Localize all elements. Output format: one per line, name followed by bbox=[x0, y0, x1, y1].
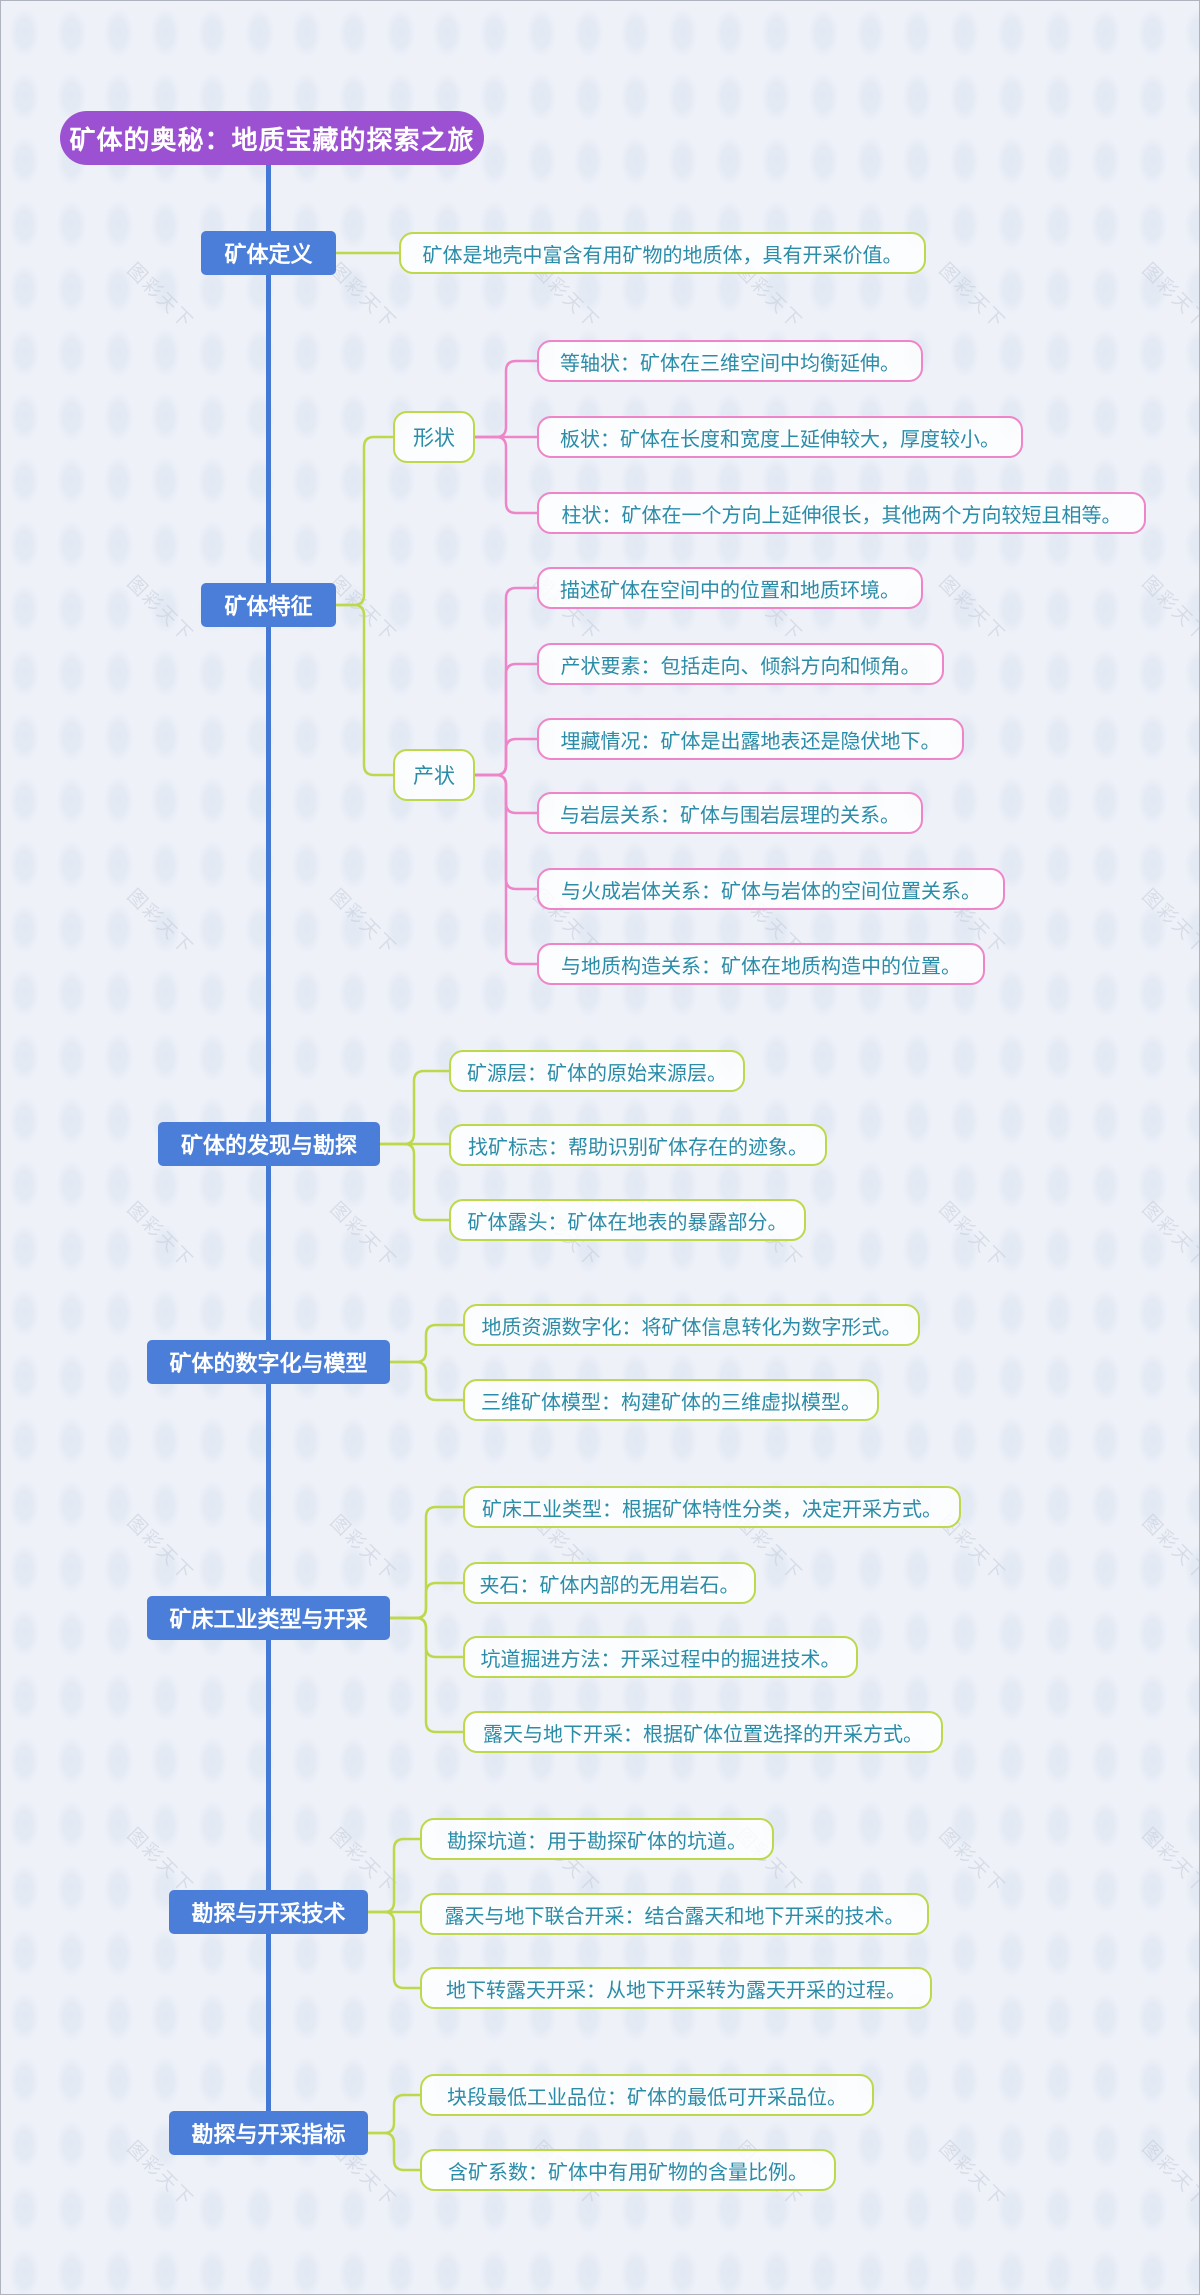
leaf-node[interactable]: 露天与地下联合开采：结合露天和地下开采的技术。 bbox=[420, 1893, 929, 1935]
leaf-node[interactable]: 板状：矿体在长度和宽度上延伸较大，厚度较小。 bbox=[537, 416, 1023, 458]
branch-node-digitization-models[interactable]: 矿体的数字化与模型 bbox=[147, 1340, 390, 1384]
leaf-node[interactable]: 矿体是地壳中富含有用矿物的地质体，具有开采价值。 bbox=[399, 232, 926, 274]
branch-node-exploration-mining-indicators[interactable]: 勘探与开采指标 bbox=[169, 2111, 368, 2155]
leaf-node[interactable]: 矿床工业类型：根据矿体特性分类，决定开采方式。 bbox=[463, 1486, 961, 1528]
leaf-node[interactable]: 等轴状：矿体在三维空间中均衡延伸。 bbox=[537, 340, 923, 382]
branch-node-exploration-mining-tech[interactable]: 勘探与开采技术 bbox=[169, 1890, 368, 1934]
leaf-node[interactable]: 描述矿体在空间中的位置和地质环境。 bbox=[537, 567, 923, 609]
leaf-node[interactable]: 含矿系数：矿体中有用矿物的含量比例。 bbox=[420, 2149, 836, 2191]
leaf-node[interactable]: 勘探坑道：用于勘探矿体的坑道。 bbox=[420, 1818, 774, 1860]
subnode-occurrence[interactable]: 产状 bbox=[393, 749, 475, 801]
subnode-shape[interactable]: 形状 bbox=[393, 411, 475, 463]
leaf-node[interactable]: 三维矿体模型：构建矿体的三维虚拟模型。 bbox=[463, 1379, 879, 1421]
leaf-node[interactable]: 矿体露头：矿体在地表的暴露部分。 bbox=[449, 1199, 806, 1241]
branch-node-ore-definition[interactable]: 矿体定义 bbox=[201, 231, 336, 275]
leaf-node[interactable]: 与地质构造关系：矿体在地质构造中的位置。 bbox=[537, 943, 985, 985]
leaf-node[interactable]: 找矿标志：帮助识别矿体存在的迹象。 bbox=[449, 1124, 827, 1166]
root-node[interactable]: 矿体的奥秘：地质宝藏的探索之旅 bbox=[60, 111, 484, 165]
leaf-node[interactable]: 与火成岩体关系：矿体与岩体的空间位置关系。 bbox=[537, 868, 1005, 910]
leaf-node[interactable]: 埋藏情况：矿体是出露地表还是隐伏地下。 bbox=[537, 718, 964, 760]
leaf-node[interactable]: 柱状：矿体在一个方向上延伸很长，其他两个方向较短且相等。 bbox=[537, 492, 1146, 534]
leaf-node[interactable]: 地质资源数字化：将矿体信息转化为数字形式。 bbox=[463, 1304, 920, 1346]
branch-node-industrial-types-mining[interactable]: 矿床工业类型与开采 bbox=[147, 1596, 390, 1640]
leaf-node[interactable]: 露天与地下开采：根据矿体位置选择的开采方式。 bbox=[463, 1711, 943, 1753]
branch-node-ore-characteristics[interactable]: 矿体特征 bbox=[201, 583, 336, 627]
leaf-node[interactable]: 与岩层关系：矿体与围岩层理的关系。 bbox=[537, 792, 923, 834]
leaf-node[interactable]: 地下转露天开采：从地下开采转为露天开采的过程。 bbox=[420, 1967, 932, 2009]
leaf-node[interactable]: 夹石：矿体内部的无用岩石。 bbox=[463, 1562, 756, 1604]
leaf-node[interactable]: 矿源层：矿体的原始来源层。 bbox=[449, 1050, 745, 1092]
leaf-node[interactable]: 坑道掘进方法：开采过程中的掘进技术。 bbox=[463, 1636, 858, 1678]
leaf-node[interactable]: 块段最低工业品位：矿体的最低可开采品位。 bbox=[420, 2074, 874, 2116]
leaf-node[interactable]: 产状要素：包括走向、倾斜方向和倾角。 bbox=[537, 643, 944, 685]
branch-node-discovery-exploration[interactable]: 矿体的发现与勘探 bbox=[158, 1122, 380, 1166]
